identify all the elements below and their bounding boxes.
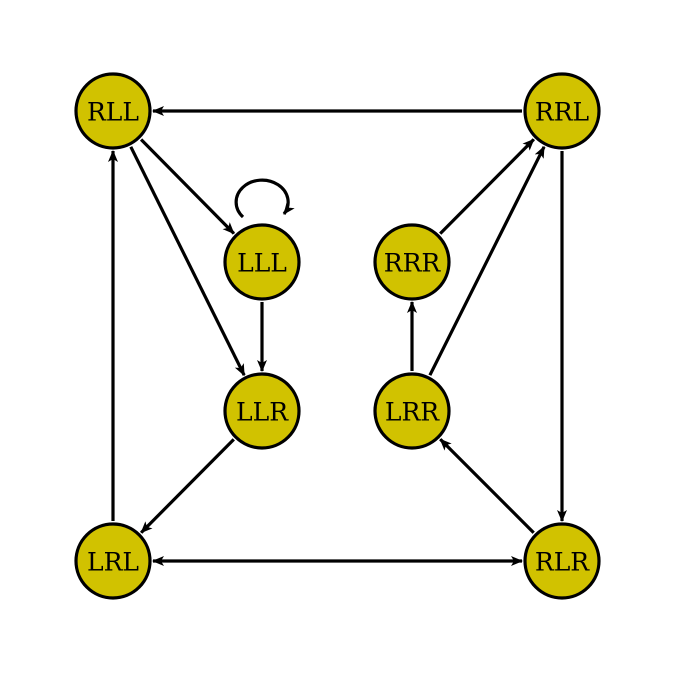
edge-llr-to-lrl: [140, 438, 235, 534]
node-lrl: LRL: [74, 522, 152, 600]
node-rll: RLL: [74, 72, 152, 150]
node-circle: [523, 522, 601, 600]
node-label: RRL: [535, 98, 589, 127]
node-rrr: RRR: [373, 223, 451, 301]
node-label: RRR: [384, 249, 442, 278]
node-label: LLL: [237, 249, 287, 278]
edges-layer: [108, 106, 567, 566]
node-circle: [373, 223, 451, 301]
node-circle: [74, 72, 152, 150]
node-circle: [223, 223, 301, 301]
node-label: LRR: [385, 398, 440, 427]
edge-rlr-to-lrr: [439, 438, 535, 534]
edge-rll-to-llr: [129, 146, 246, 377]
node-label: LRL: [87, 548, 139, 577]
nodes-layer: RLL RRL LLL RRR LLR LRR LRL RLR: [74, 72, 601, 600]
edge-lll-to-lll: [234, 178, 295, 219]
node-lrr: LRR: [373, 372, 451, 450]
edge-rll-to-lll: [139, 138, 236, 235]
node-circle: [223, 372, 301, 450]
node-rlr: RLR: [523, 522, 601, 600]
node-circle: [523, 72, 601, 150]
node-circle: [74, 522, 152, 600]
node-label: RLR: [535, 548, 590, 577]
node-circle: [373, 372, 451, 450]
node-label: LLR: [236, 398, 289, 427]
node-lll: LLL: [223, 223, 301, 301]
edge-lrr-to-rrl: [428, 145, 546, 376]
node-llr: LLR: [223, 372, 301, 450]
edge-rrr-to-rrl: [439, 138, 535, 235]
node-label: RLL: [87, 98, 139, 127]
node-rrl: RRL: [523, 72, 601, 150]
